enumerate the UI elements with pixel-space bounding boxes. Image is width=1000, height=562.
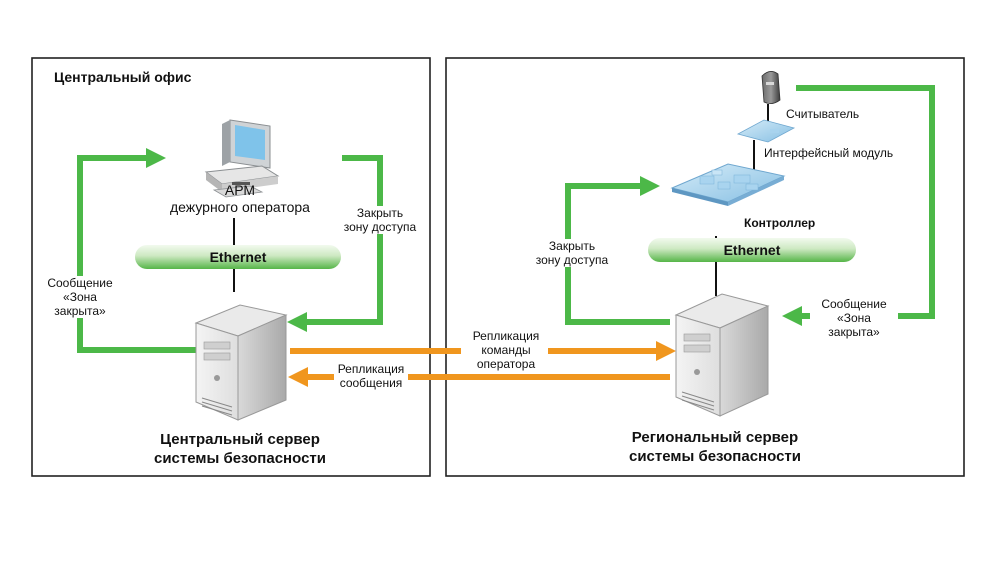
central-server-label: Центральный сервер системы безопасности bbox=[153, 431, 326, 467]
replication-messages-label: Репликация сообщения bbox=[337, 362, 405, 390]
replication-commands-arrowhead bbox=[656, 341, 676, 361]
regional-close-zone-arrowhead bbox=[640, 176, 660, 196]
server-icon bbox=[194, 304, 288, 421]
central-message-arrow bbox=[77, 155, 198, 353]
card-reader-icon bbox=[761, 71, 781, 104]
central-close-zone-arrow bbox=[305, 155, 383, 325]
interface-module-label: Интерфейсный модуль bbox=[764, 146, 894, 160]
regional-message-arrowhead bbox=[782, 306, 802, 326]
central-message-arrowhead bbox=[146, 148, 166, 168]
central-message-label: Сообщение «Зона закрыта» bbox=[36, 276, 124, 318]
reader-label: Считыватель bbox=[786, 107, 860, 121]
replication-messages-arrowhead bbox=[288, 367, 308, 387]
central-ethernet-label: Ethernet bbox=[209, 249, 267, 265]
regional-server-label: Региональный сервер системы безопасности bbox=[628, 429, 801, 465]
replication-commands-label: Репликация команды оператора bbox=[472, 329, 540, 371]
central-office-frame bbox=[31, 57, 431, 477]
regional-office-frame bbox=[445, 57, 965, 477]
regional-close-zone-label: Закрыть зону доступа bbox=[530, 239, 614, 267]
central-office-title: Центральный офис bbox=[54, 69, 192, 85]
regional-message-arrow bbox=[796, 85, 935, 319]
controller-label: Контроллер bbox=[744, 216, 816, 230]
server-icon bbox=[674, 293, 770, 417]
central-ethernet-bar bbox=[135, 245, 341, 269]
central-close-zone-label: Закрыть зону доступа bbox=[334, 206, 426, 234]
workstation-label: АРМ дежурного оператора bbox=[170, 182, 310, 215]
circuit-board-icon bbox=[736, 119, 796, 143]
regional-ethernet-label: Ethernet bbox=[723, 242, 781, 258]
regional-ethernet-bar bbox=[648, 238, 856, 262]
circuit-board-icon bbox=[670, 163, 786, 206]
computer-icon bbox=[204, 119, 280, 198]
regional-message-label: Сообщение «Зона закрыта» bbox=[810, 297, 898, 339]
central-close-zone-arrowhead bbox=[287, 312, 307, 332]
